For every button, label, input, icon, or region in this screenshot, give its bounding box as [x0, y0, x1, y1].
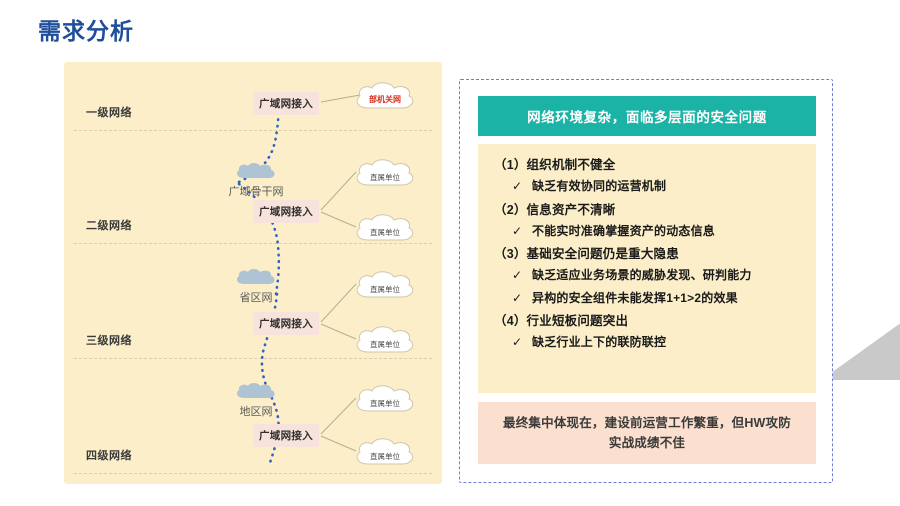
issue-sub-text: 缺乏有效协同的运营机制	[532, 179, 667, 194]
endpoint-label-gov: 部机关网	[369, 95, 401, 104]
cloud-icon	[356, 82, 414, 109]
check-icon: ✓	[512, 290, 523, 305]
issue-sub-text: 缺乏适应业务场景的威胁发现、研判能力	[532, 268, 752, 283]
issue-sub-1-1: ✓ 缺乏有效协同的运营机制	[494, 178, 808, 195]
endpoint-cloud-unit-1: 直属单位	[352, 158, 418, 193]
endpoint-cloud-unit-4: 直属单位	[352, 325, 418, 360]
level-label-2: 二级网络	[86, 220, 132, 232]
link-access2-unit2	[320, 211, 357, 228]
issue-sub-4-1: ✓ 缺乏行业上下的联防联控	[494, 334, 808, 351]
cloud-label-region: 地区网	[239, 406, 273, 418]
issue-main-3: （3）基础安全问题仍是重大隐患	[494, 247, 679, 262]
access-box-1[interactable]: 广域网接入	[253, 92, 319, 115]
issue-main-2: （2）信息资产不清晰	[494, 202, 616, 217]
cloud-node-province: 省区网	[224, 268, 288, 305]
link-access3-unit4	[320, 323, 357, 340]
level-label-3: 三级网络	[86, 335, 132, 347]
endpoint-label-unit-1: 直属单位	[370, 173, 400, 182]
check-icon: ✓	[512, 179, 523, 194]
check-icon: ✓	[512, 335, 523, 350]
cloud-icon	[356, 271, 414, 298]
cloud-icon	[356, 385, 414, 412]
level-divider-1	[74, 130, 432, 131]
cloud-icon	[236, 383, 275, 398]
issues-summary-box: 最终集中体现在，建设前运营工作繁重，但HW攻防实战成绩不佳	[478, 402, 816, 464]
issue-sub-3-2: ✓ 异构的安全组件未能发挥1+1>2的效果	[494, 290, 808, 307]
access-box-3[interactable]: 广域网接入	[253, 312, 319, 335]
endpoint-cloud-unit-5: 直属单位	[352, 384, 418, 419]
cloud-label-backbone: 广域骨干网	[228, 186, 284, 198]
dotted-link-l2-l3	[260, 292, 279, 394]
level-label-4: 四级网络	[86, 450, 132, 462]
dotted-link-l3-l4	[267, 390, 280, 468]
page-title: 需求分析	[38, 18, 134, 44]
link-access2-unit1	[320, 171, 357, 211]
issue-main-4: （4）行业短板问题突出	[494, 313, 629, 328]
issue-sub-text: 不能实时准确掌握资产的动态信息	[532, 223, 716, 238]
issue-sub-3-1: ✓ 缺乏适应业务场景的威胁发现、研判能力	[494, 267, 808, 284]
network-diagram-panel: 一级网络 二级网络 三级网络 四级网络 广域骨干网	[64, 62, 442, 484]
access-box-4[interactable]: 广域网接入	[253, 424, 319, 447]
cloud-icon	[356, 438, 414, 465]
check-icon: ✓	[512, 268, 523, 283]
dotted-link-backbone-l2	[237, 182, 281, 296]
level-divider-3	[74, 358, 432, 359]
level-divider-2	[74, 243, 432, 244]
issues-list: （1）组织机制不健全 ✓ 缺乏有效协同的运营机制 （2）信息资产不清晰 ✓ 不能…	[478, 144, 816, 393]
cloud-icon	[236, 269, 275, 284]
access-box-2[interactable]: 广域网接入	[253, 200, 319, 223]
cloud-label-province: 省区网	[239, 292, 273, 304]
link-access3-unit3	[320, 283, 357, 323]
endpoint-label-unit-2: 直属单位	[370, 228, 400, 237]
link-access4-unit5	[320, 397, 357, 435]
endpoint-label-unit-3: 直属单位	[370, 285, 400, 294]
cloud-icon	[356, 326, 414, 353]
issue-sub-text: 异构的安全组件未能发挥1+1>2的效果	[532, 290, 738, 305]
cloud-icon	[356, 214, 414, 241]
endpoint-label-unit-4: 直属单位	[370, 340, 400, 349]
level-divider-4	[74, 473, 432, 474]
link-access4-unit6	[320, 435, 357, 452]
cloud-node-region: 地区网	[224, 382, 288, 419]
level-label-1: 一级网络	[86, 107, 132, 119]
corner-shadow-decoration	[822, 324, 900, 380]
cloud-icon	[236, 163, 275, 178]
issue-sub-text: 缺乏行业上下的联防联控	[532, 335, 667, 350]
issue-main-1: （1）组织机制不健全	[494, 158, 616, 172]
endpoint-label-unit-5: 直属单位	[370, 399, 400, 408]
endpoint-label-unit-6: 直属单位	[370, 452, 400, 461]
issue-sub-2-1: ✓ 不能实时准确掌握资产的动态信息	[494, 223, 808, 240]
cloud-node-backbone: 广域骨干网	[224, 162, 288, 199]
endpoint-cloud-unit-2: 直属单位	[352, 213, 418, 248]
endpoint-cloud-unit-3: 直属单位	[352, 270, 418, 305]
link-access1-gov	[320, 94, 361, 103]
cloud-icon	[356, 159, 414, 186]
check-icon: ✓	[512, 223, 523, 238]
issues-header-banner: 网络环境复杂，面临多层面的安全问题	[478, 96, 816, 136]
endpoint-cloud-unit-6: 直属单位	[352, 437, 418, 472]
endpoint-cloud-gov: 部机关网	[352, 81, 418, 116]
issues-panel: 网络环境复杂，面临多层面的安全问题 （1）组织机制不健全 ✓ 缺乏有效协同的运营…	[459, 79, 833, 483]
